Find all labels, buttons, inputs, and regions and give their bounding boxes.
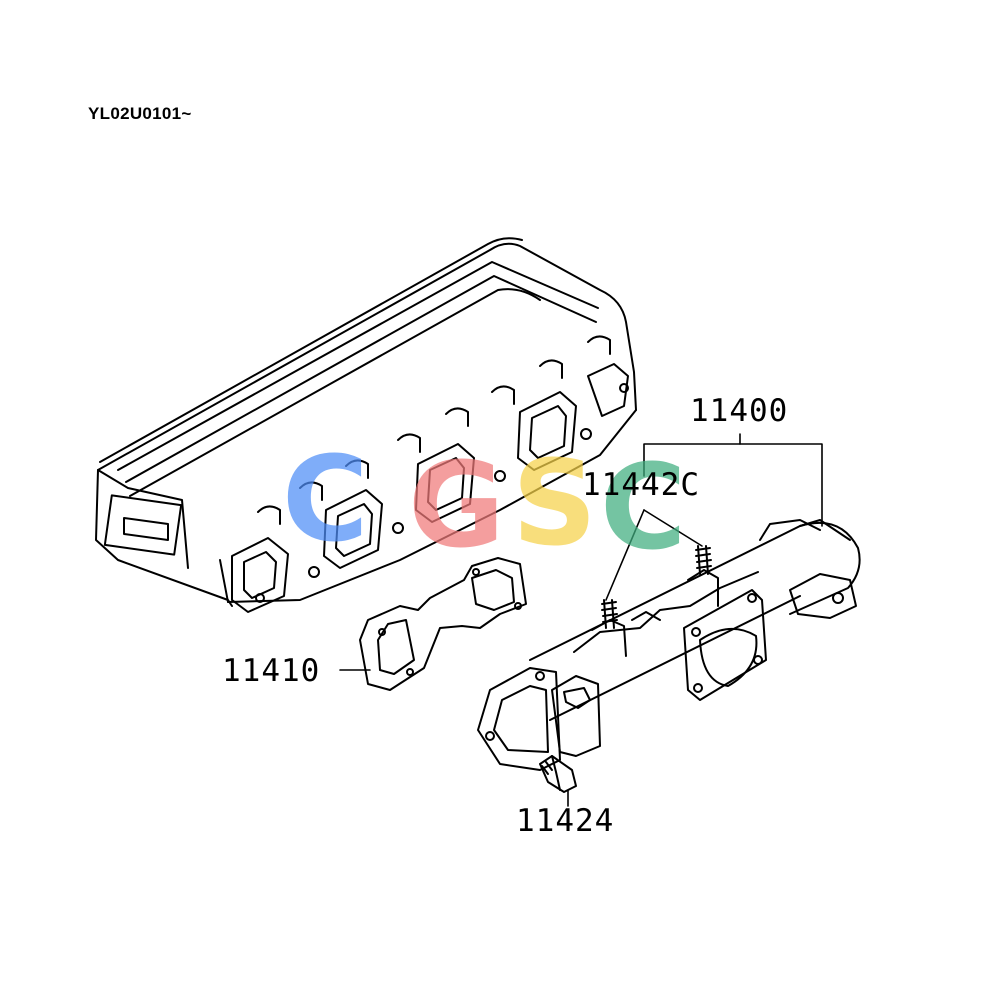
watermark-letter-1: C [282,430,369,568]
exhaust-manifold-drawing [477,519,861,771]
watermark-letter-4: C [600,438,687,576]
plug-bolt-drawing [539,755,577,793]
part-number-gasket: 11410 [222,653,321,689]
cylinder-head-drawing [95,237,637,613]
serial-range-label: YL02U0101~ [88,104,192,123]
part-number-manifold: 11400 [690,393,789,429]
part-number-stud: 11442C [582,467,700,503]
stud-bolt-drawing [601,545,712,629]
watermark-letter-3: S [512,434,597,572]
leader-lines [339,433,823,807]
watermark-letter-2: G [408,436,505,574]
part-number-plug: 11424 [516,803,615,839]
exhaust-gasket-drawing [359,557,527,691]
watermark: C G S C [282,430,687,576]
